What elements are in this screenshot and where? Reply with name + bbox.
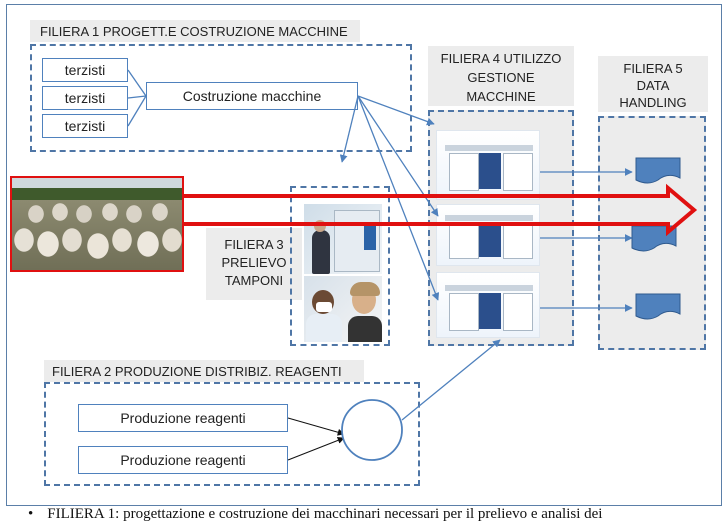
filiera1-title: FILIERA 1 PROGETT.E COSTRUZIONE MACCHINE [40, 24, 348, 39]
arrow-reagents-to-machines [401, 339, 501, 421]
filiera3-title-line-2: PRELIEVO [221, 255, 287, 270]
filiera5-title-line-2: DATA [636, 78, 670, 93]
swab-test-photo [304, 276, 382, 342]
filiera3-title: FILIERA 3 PRELIEVO TAMPONI [206, 236, 302, 290]
machine-to-data-arrows [540, 168, 633, 312]
nurse-body [306, 314, 342, 342]
sheep-photo [10, 176, 184, 272]
filiera4-title-line-2: GESTIONE [467, 70, 535, 85]
costruzione-macchine-box: Costruzione macchine [146, 82, 358, 110]
filiera5-title: FILIERA 5 DATA HANDLING [598, 60, 708, 111]
filiera5-title-bar [598, 56, 708, 112]
machine-1-panel-left [449, 153, 479, 191]
data-doc-icon-3 [635, 293, 681, 320]
footer-bullet: • [28, 506, 34, 522]
machine-2-panel-mid [479, 223, 501, 257]
main-red-arrow [184, 183, 698, 237]
swab-booth-photo [304, 204, 382, 274]
filiera1-title-bar [30, 20, 360, 42]
terzisti-line-2 [127, 95, 147, 99]
machine-3-panel-mid [479, 293, 501, 329]
terzisti-box-2: terzisti [42, 86, 128, 110]
machine-image-3 [436, 272, 540, 338]
machine-image-2 [436, 204, 540, 266]
filiera5-title-line-3: HANDLING [619, 95, 687, 110]
machine-2-panel-left [449, 223, 479, 259]
reagent-connectors [287, 417, 345, 461]
terzisti-box-3: terzisti [42, 114, 128, 138]
arrow-to-filiera3 [339, 95, 359, 163]
terzisti-box-1: terzisti [42, 58, 128, 82]
filiera5-title-line-1: FILIERA 5 [623, 61, 683, 76]
person-silhouette [312, 230, 330, 274]
filiera4-title: FILIERA 4 UTILIZZO GESTIONE MACCHINE [428, 49, 574, 106]
nurse-mask [316, 302, 332, 312]
filiera4-title-line-3: MACCHINE [466, 89, 536, 104]
data-documents [631, 157, 681, 320]
reagent-merge-circle [341, 399, 403, 461]
machine-1-top [445, 145, 533, 151]
footer-line: • FILIERA 1: progettazione e costruzione … [28, 506, 602, 523]
machine-image-1 [436, 130, 540, 200]
tree-line [12, 188, 182, 202]
arrow-to-machine-1 [357, 95, 435, 126]
produzione-reagenti-box-1: Produzione reagenti [78, 404, 288, 432]
patient-hair [350, 282, 380, 296]
filiera3-label-bg [206, 228, 302, 300]
footer-text: FILIERA 1: progettazione e costruzione d… [47, 506, 603, 522]
machine-3-panel-right [503, 293, 533, 331]
data-doc-icon-1 [635, 157, 681, 184]
machine-1-panel-right [503, 153, 533, 191]
data-doc-icon-2 [631, 225, 677, 252]
filiera2-title-bar [44, 360, 364, 382]
filiera2-title: FILIERA 2 PRODUZIONE DISTRIBIZ. REAGENTI [52, 364, 342, 379]
filiera4-title-line-1: FILIERA 4 UTILIZZO [440, 51, 562, 66]
filiera4-title-bar [428, 46, 574, 106]
booth-screen [364, 224, 376, 250]
patient-body [348, 316, 382, 342]
filiera3-title-line-1: FILIERA 3 [224, 237, 284, 252]
machine-2-top [445, 215, 533, 221]
machine-3-panel-left [449, 293, 479, 331]
filiera2-group [44, 382, 420, 486]
terzisti-connectors [127, 69, 147, 127]
terzisti-line-3 [127, 95, 147, 127]
filiera3-title-line-3: TAMPONI [224, 273, 284, 288]
filiera3-group [290, 186, 390, 346]
machine-3-top [445, 285, 533, 291]
sheep-flock [12, 200, 182, 270]
terzisti-line-1 [127, 69, 147, 97]
machine-1-panel-mid [479, 153, 501, 189]
reagent-line-1 [287, 417, 345, 436]
produzione-reagenti-box-2: Produzione reagenti [78, 446, 288, 474]
reagent-line-2 [287, 437, 345, 461]
filiera1-group [30, 44, 412, 152]
